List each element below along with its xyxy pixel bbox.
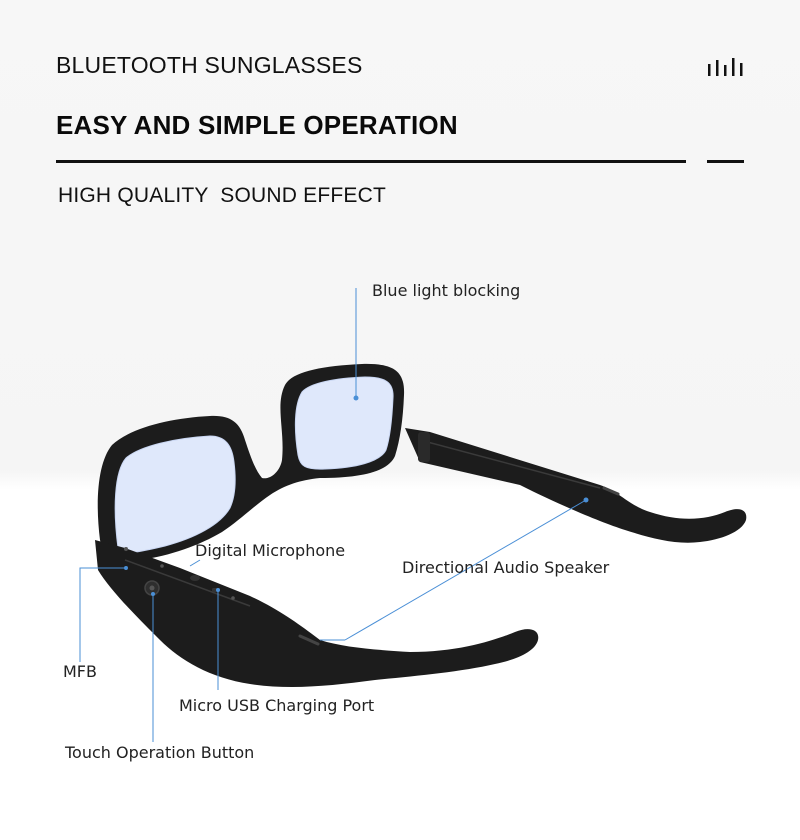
callout-blue-light: Blue light blocking <box>372 281 521 300</box>
callout-mfb: MFB <box>63 662 97 681</box>
callout-digital-microphone: Digital Microphone <box>195 541 346 560</box>
divider <box>56 160 686 163</box>
headline: EASY AND SIMPLE OPERATION <box>56 110 458 140</box>
right-lens <box>294 376 394 470</box>
equalizer-icon <box>708 58 743 76</box>
callout-touch-button: Touch Operation Button <box>65 743 255 762</box>
subheadline: HIGH QUALITY SOUND EFFECT <box>58 184 387 207</box>
right-temple-arm <box>405 428 747 543</box>
left-temple-arm <box>95 540 539 687</box>
callout-usb-port: Micro USB Charging Port <box>179 696 375 715</box>
product-title: BLUETOOTH SUNGLASSES <box>56 52 363 78</box>
divider-accent <box>707 160 744 163</box>
callout-directional-speaker: Directional Audio Speaker <box>402 558 610 577</box>
left-lens <box>114 435 236 553</box>
